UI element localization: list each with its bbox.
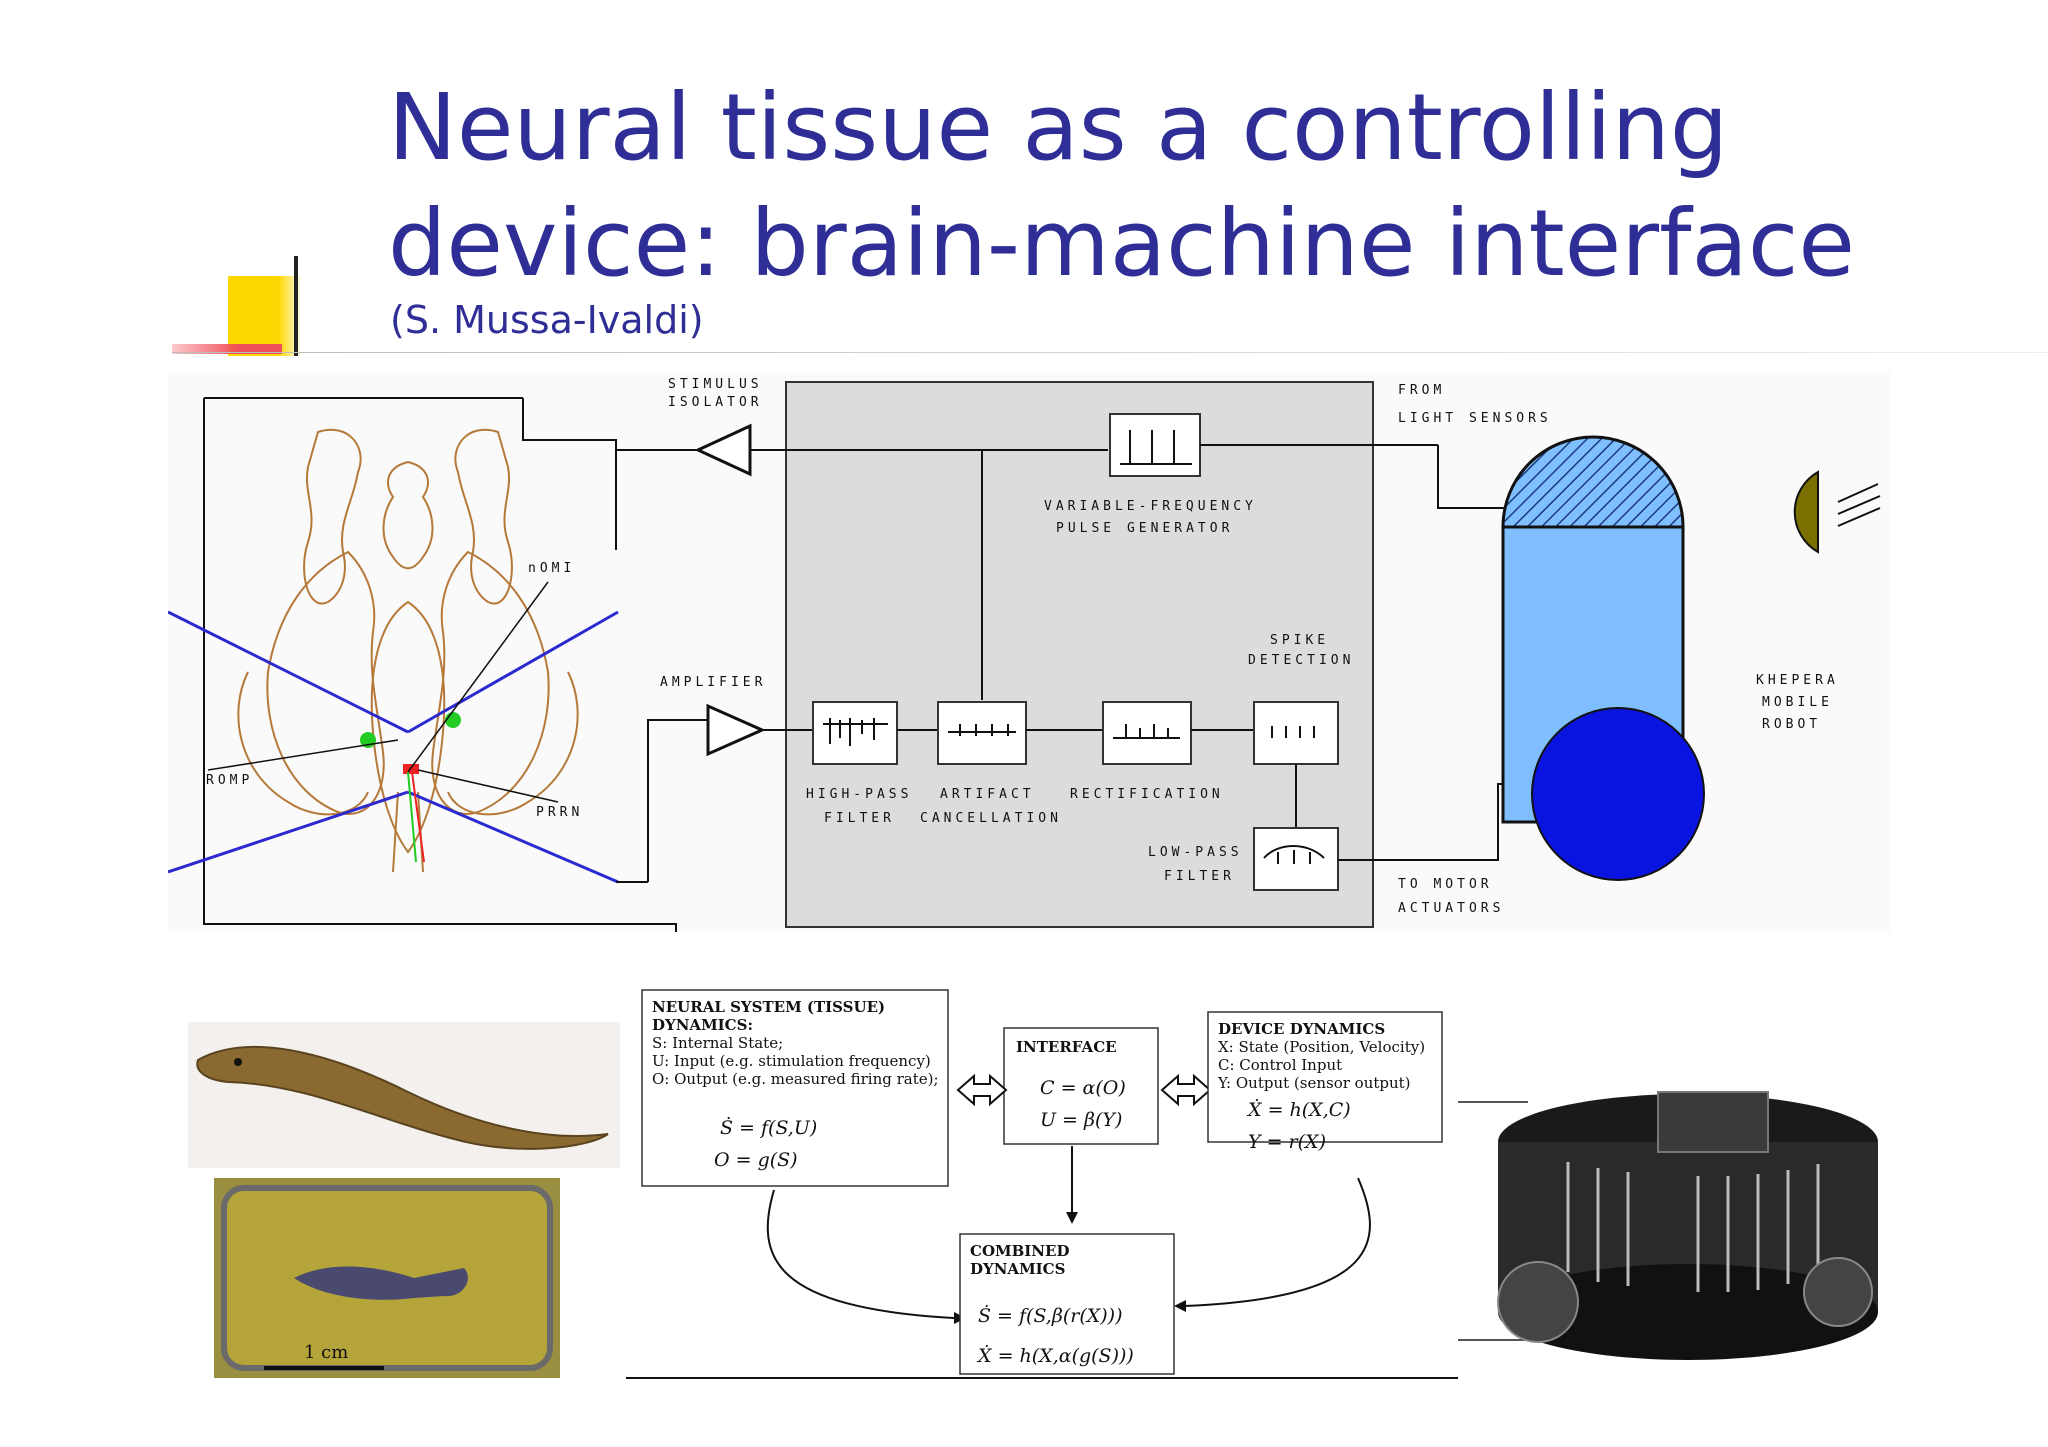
double-arrow-left (956, 1073, 1008, 1107)
neural-line-3: S: Internal State; (652, 1034, 783, 1052)
electrode-lines (168, 610, 619, 884)
dynamics-block-diagram: NEURAL SYSTEM (TISSUE) DYNAMICS: S: Inte… (624, 968, 1458, 1382)
label-romp: ROMP (206, 773, 253, 788)
label-nomi: nOMI (528, 561, 575, 576)
label-hp-2: FILTER (824, 811, 895, 826)
slide-title: Neural tissue as a controlling device: b… (388, 70, 1948, 302)
label-spike-1: SPIKE (1270, 633, 1329, 648)
label-art-2: CANCELLATION (920, 811, 1062, 826)
neural-eq-2: O = g(S) (714, 1149, 798, 1171)
device-eq-2: Y = r(X) (1248, 1131, 1326, 1153)
label-spike-2: DETECTION (1248, 653, 1354, 668)
deco-red-bar (172, 344, 282, 354)
device-eq-1: Ẋ = h(X,C) (1246, 1098, 1351, 1121)
device-line-3: C: Control Input (1218, 1056, 1342, 1074)
device-dynamics-box (1207, 1011, 1443, 1143)
label-vfpg-2: PULSE GENERATOR (1056, 521, 1233, 536)
spike-detection-box (1253, 701, 1339, 765)
lamprey-brain-drawing (237, 428, 579, 873)
lamprey-photo (188, 1022, 620, 1168)
combined-line-1: COMBINED (970, 1242, 1069, 1260)
combined-eq-1: Ṡ = f(S,β(r(X))) (978, 1304, 1123, 1327)
neural-line-1: NEURAL SYSTEM (TISSUE) (652, 998, 885, 1016)
deco-horizontal-line (172, 352, 2048, 353)
neural-system-box (641, 989, 949, 1187)
interface-eq-2: U = β(Y) (1040, 1109, 1122, 1131)
combined-dynamics-box (959, 1233, 1175, 1375)
label-khepera-2: MOBILE (1762, 695, 1833, 710)
label-art-1: ARTIFACT (940, 787, 1035, 802)
bmi-setup-diagram: nOMI ROMP PRRN STIMULUS ISOLATOR VARIABL… (168, 372, 1890, 932)
neural-line-4: U: Input (e.g. stimulation frequency) (652, 1052, 931, 1070)
robot-wheel (1531, 707, 1705, 881)
label-motor-2: ACTUATORS (1398, 901, 1504, 916)
robot-sensor-dome (1501, 435, 1685, 529)
interface-title: INTERFACE (1016, 1038, 1117, 1056)
interface-box (1003, 1027, 1159, 1145)
label-stimulus-2: ISOLATOR (668, 395, 763, 410)
label-khepera-3: ROBOT (1762, 717, 1821, 732)
label-motor-1: TO MOTOR (1398, 877, 1493, 892)
device-line-1: DEVICE DYNAMICS (1218, 1020, 1385, 1038)
neural-line-2: DYNAMICS: (652, 1016, 753, 1034)
title-line-1: Neural tissue as a controlling (388, 74, 1729, 181)
light-sensor (1793, 470, 1819, 554)
title-line-2: device: brain-machine interface (388, 190, 1856, 297)
rectification-box (1102, 701, 1192, 765)
label-lp-2: FILTER (1164, 869, 1235, 884)
interface-eq-1: C = α(O) (1040, 1077, 1126, 1099)
neural-line-5: O: Output (e.g. measured firing rate); (652, 1070, 939, 1088)
neural-eq-1: Ṡ = f(S,U) (720, 1116, 817, 1139)
amplifier-triangle (706, 703, 766, 757)
device-line-4: Y: Output (sensor output) (1217, 1074, 1411, 1092)
device-line-2: X: State (Position, Velocity) (1218, 1038, 1425, 1056)
deco-yellow-block (228, 276, 300, 356)
combined-line-2: DYNAMICS (970, 1260, 1065, 1278)
low-pass-filter-box (1253, 827, 1339, 891)
label-amplifier: AMPLIFIER (660, 675, 766, 690)
electrode-green-right (445, 712, 461, 728)
label-from-2: LIGHT SENSORS (1398, 411, 1552, 426)
label-khepera-1: KHEPERA (1756, 673, 1839, 688)
dish-photo: 1 cm (214, 1178, 560, 1378)
label-vfpg-1: VARIABLE-FREQUENCY (1044, 499, 1257, 514)
label-rect: RECTIFICATION (1070, 787, 1224, 802)
high-pass-filter-box (812, 701, 898, 765)
label-stimulus-1: STIMULUS (668, 377, 763, 392)
label-hp-1: HIGH-PASS (806, 787, 912, 802)
scale-bar-label: 1 cm (304, 1342, 348, 1363)
label-prrn: PRRN (536, 805, 583, 820)
deco-vertical-line (294, 256, 298, 356)
slide-subtitle: (S. Mussa-Ivaldi) (390, 298, 704, 342)
combined-eq-2: Ẋ = h(X,α(g(S))) (976, 1344, 1134, 1367)
pulse-generator-box (1109, 413, 1201, 477)
label-lp-1: LOW-PASS (1148, 845, 1243, 860)
label-from-1: FROM (1398, 383, 1445, 398)
khepera-robot-photo (1458, 1072, 1882, 1378)
